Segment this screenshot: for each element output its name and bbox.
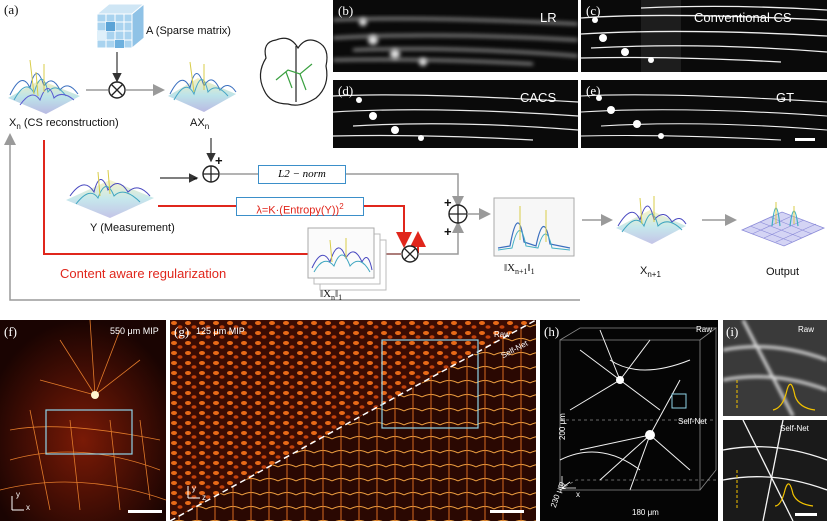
panel-c-texture — [581, 0, 827, 72]
panel-g-raw: Raw — [494, 330, 511, 339]
panel-i-selfnet: Self-Net — [780, 424, 809, 433]
panel-i-raw-image — [723, 320, 827, 416]
y-measurement-label: Y (Measurement) — [90, 222, 175, 234]
panel-g-title: 125 μm MIP — [196, 326, 245, 336]
panel-c-title: Conventional CS — [694, 10, 792, 25]
panel-f-image — [0, 320, 166, 521]
panel-h-axis-x: x — [576, 490, 580, 499]
panel-e-texture — [581, 94, 827, 141]
xn1-mesh — [616, 196, 687, 244]
panel-h-selfnet: Self-Net — [678, 417, 707, 426]
roi-box-f — [45, 409, 133, 455]
plus-sign-1: + — [215, 153, 223, 168]
xn-label: Xn (CS reconstruction) — [9, 117, 119, 132]
panel-h-dim-x: 180 μm — [632, 508, 659, 517]
sparse-matrix-cube — [95, 2, 146, 50]
roi-box-g — [381, 339, 479, 429]
roi-box-h — [671, 393, 687, 409]
content-aware-label: Content aware regularization — [60, 266, 227, 281]
l2-norm-box: L2 − norm — [258, 165, 346, 184]
scale-bar-f — [128, 510, 162, 513]
panel-d-title: CACS — [520, 90, 557, 105]
scale-bar-i — [795, 513, 817, 516]
panel-i-raw: Raw — [798, 325, 815, 334]
panel-d-label: (d) — [338, 83, 354, 98]
panel-h-image — [540, 320, 718, 521]
xn-mesh — [8, 59, 80, 114]
panel-d-image — [333, 80, 578, 148]
panel-g-axis-z: z — [202, 493, 206, 502]
output-label: Output — [766, 266, 800, 278]
panel-g-texture — [170, 320, 536, 521]
panel-b-label: (b) — [338, 3, 354, 18]
panel-a-right-meshes — [493, 196, 826, 257]
lambda-formula-box: λ=K·(Entropy(Y))2 — [236, 197, 364, 217]
scale-bar-g — [490, 510, 524, 513]
panel-h-raw: Raw — [696, 325, 713, 334]
xn1-label: Xn+1 — [640, 265, 661, 280]
panel-g-axis-y: y — [192, 484, 196, 493]
panel-e-image — [581, 80, 827, 148]
panel-h-dim-y: 200 μm — [558, 413, 567, 440]
xn1-norm-plot — [493, 197, 575, 257]
panel-c-image — [581, 0, 827, 72]
panel-b-image — [333, 0, 578, 72]
panel-i-selfnet-texture — [723, 420, 827, 521]
axn-mesh — [168, 61, 237, 112]
plus-sign-3: + — [444, 224, 452, 239]
panel-a-diagram — [3, 2, 580, 301]
panel-i-selfnet-image — [723, 420, 827, 521]
brain-illustration — [259, 37, 328, 106]
y-mesh — [66, 169, 154, 218]
sparse-matrix-label: A (Sparse matrix) — [146, 25, 231, 37]
panel-b-title: LR — [540, 10, 557, 25]
panel-f-axis-x: x — [26, 503, 30, 512]
panel-e-title: GT — [776, 90, 795, 105]
panel-g-image — [170, 320, 536, 521]
scale-bar-e — [795, 138, 815, 141]
panel-i-raw-texture — [723, 320, 827, 416]
plus-sign-2: + — [444, 195, 452, 210]
panel-d-texture — [333, 94, 578, 141]
panel-f-texture — [0, 320, 166, 521]
panel-f-label: (f) — [4, 324, 17, 339]
xn1-norm-label: ‖Xn+1‖1 — [504, 262, 535, 277]
xn-norm-stack — [307, 227, 387, 291]
panel-a-label: (a) — [4, 2, 19, 17]
panel-h-texture — [559, 327, 718, 491]
panel-i-label: (i) — [726, 324, 739, 339]
axn-label: AXn — [190, 117, 210, 132]
panel-c-label: (c) — [586, 3, 601, 18]
minus-sign: - — [193, 170, 198, 185]
panel-f-axis-y: y — [16, 490, 20, 499]
panel-e-label: (e) — [586, 83, 601, 98]
xn-norm-label: ‖Xn‖1 — [320, 288, 343, 303]
panel-h-label: (h) — [544, 324, 560, 339]
panel-b-texture — [333, 17, 578, 66]
panel-g-label: (g) — [174, 324, 190, 339]
panel-f-title: 550 μm MIP — [110, 326, 159, 336]
output-mesh — [740, 202, 826, 247]
panel-h-axis-z: z — [562, 482, 566, 491]
